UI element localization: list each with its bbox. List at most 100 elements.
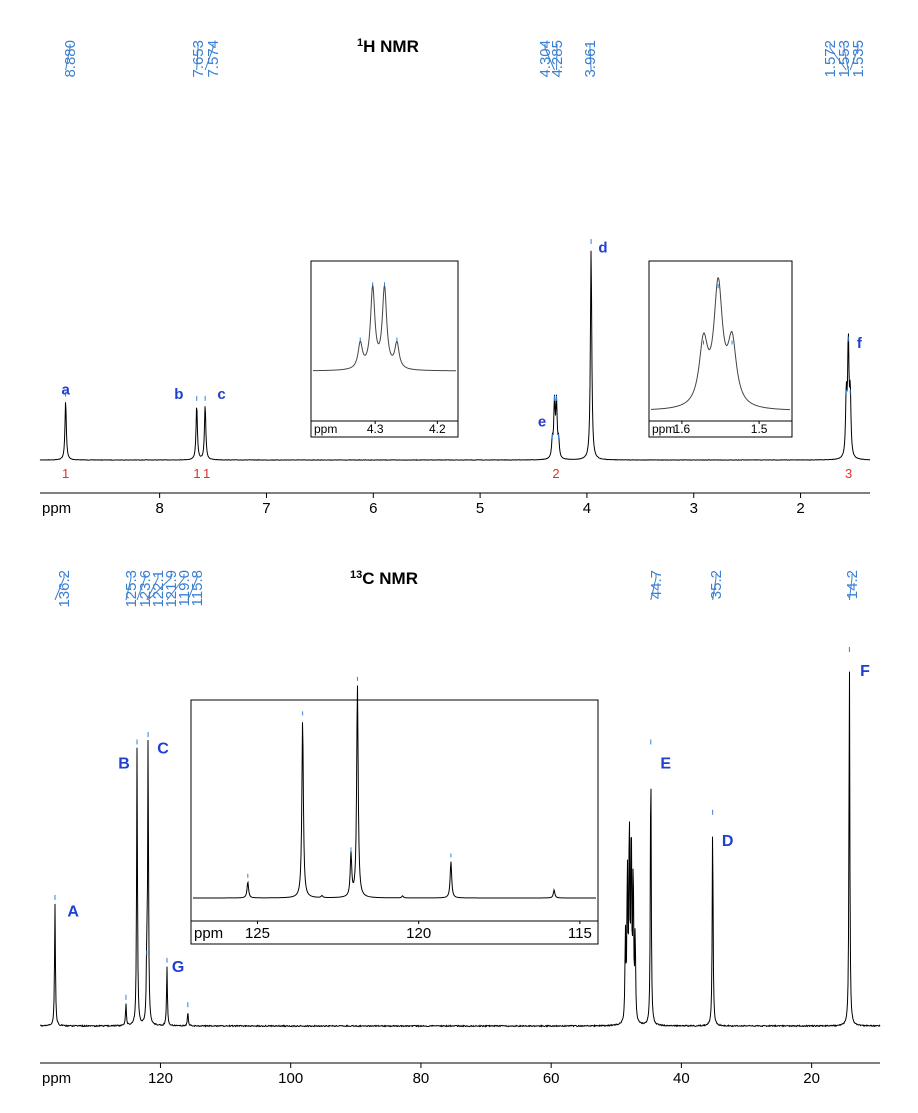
integral-value: 3 [845,466,852,481]
integral-value: 2 [552,466,559,481]
peak-leader-line [204,44,214,71]
peak-shift-label: 7.653 [190,40,207,78]
peak-leader-line [136,574,146,601]
peak-shift-label: 125.3 [123,570,140,608]
spectrum-trace [39,671,881,1028]
peak-leader-line [555,44,558,71]
inset-tick-label: 4.3 [367,422,384,436]
peak-list-item: 1.553 [836,40,853,78]
peak-label-F: F [860,663,870,680]
peak-list-item: 7.574 [204,40,222,78]
peak-label-e: e [538,413,546,430]
peak-leader-line [849,44,859,71]
peak-shift-label: 122.1 [150,570,167,608]
inset-frame [648,260,793,438]
peak-shift-label: 1.535 [850,40,867,78]
peak-shift-label: 115.8 [189,570,206,606]
x-tick-label: 6 [369,500,377,517]
integral-value: 1 [203,466,210,481]
title-text: H NMR [363,37,419,56]
peak-leader-line [829,44,847,71]
inset-trace [192,685,596,899]
peak-leader-line [146,574,159,601]
x-tick-label: 20 [803,1070,820,1087]
x-tick-label: 80 [413,1070,430,1087]
peak-list-item: 1.572 [822,40,847,78]
x-tick-label: 8 [155,500,163,517]
peak-label-A: A [67,903,79,920]
peak-shift-label: 1.553 [836,40,853,78]
peak-leader-line [843,44,849,71]
peak-list-item: 8.880 [62,40,79,78]
peak-leader-line [712,574,717,601]
inset-tick-label: 115 [568,925,592,942]
peak-list-item: 7.653 [190,40,207,78]
x-axis-unit-label: ppm [42,500,71,517]
peak-leader-line [848,574,853,601]
peak-leader-line [166,574,185,601]
peak-leader-line [196,44,199,71]
peak-list-item: 121.9 [147,570,180,608]
peak-label-G: G [172,959,184,976]
peak-label-a: a [61,382,70,399]
inset-frame [190,699,599,945]
peak-label-f: f [857,335,863,352]
title-text: C NMR [362,569,418,588]
peak-list-item: 122.1 [146,570,167,608]
peak-shift-label: 121.9 [163,570,180,608]
peak-label-D: D [722,833,734,850]
peak-list-item: 125.3 [123,570,140,608]
x-tick-label: 5 [476,500,484,517]
x-tick-label: 60 [543,1070,560,1087]
spectrum-trace [39,250,871,461]
inset-axis-unit-label: ppm [194,925,223,942]
x-tick-label: 100 [278,1070,303,1087]
peak-list-item: 14.2 [844,570,861,601]
integral-value: 1 [193,466,200,481]
peak-list-item: 3.961 [582,40,599,78]
peak-shift-label: 35.2 [708,570,725,599]
peak-label-c: c [217,386,225,403]
peak-shift-label: 7.574 [205,40,222,78]
inset-tick-label: 1.5 [751,422,768,436]
inset-trace [650,277,791,411]
peak-list-item: 35.2 [708,570,725,601]
peak-leader-line [147,574,172,601]
peak-leader-line [650,574,657,601]
peak-label-C: C [157,741,169,758]
x-tick-label: 120 [148,1070,173,1087]
title-superscript: 1 [357,37,363,49]
peak-leader-line [65,44,71,71]
x-axis-unit-label: ppm [42,1070,71,1087]
inset-tick-label: 1.6 [674,422,691,436]
peak-shift-label: 4.285 [549,40,566,78]
peak-leader-line [125,574,132,601]
x-tick-label: 2 [796,500,804,517]
peak-label-d: d [598,240,607,257]
peak-list-item: 1.535 [849,40,867,78]
peak-list-item: 136.2 [54,570,73,608]
peak-leader-line [544,44,555,71]
inset-panel: 1.6 1.5 ppm [648,260,793,438]
inset-axis-unit-label: ppm [652,422,675,436]
x-tick-label: 7 [262,500,270,517]
title-superscript: 13 [350,569,362,581]
inset-axis-unit-label: ppm [314,422,337,436]
inset-tick-label: 120 [406,925,431,942]
peak-list-item: 4.304 [537,40,555,78]
peak-shift-label: 14.2 [844,570,861,599]
chart-title: 13C NMR [350,569,418,588]
peak-list-item: 4.285 [549,40,566,78]
peak-list-item: 115.8 [187,570,206,606]
peak-label-b: b [174,386,183,403]
peak-label-E: E [660,755,671,772]
peak-leader-line [54,574,65,601]
integral-value: 1 [62,466,69,481]
inset-frame [310,260,459,438]
